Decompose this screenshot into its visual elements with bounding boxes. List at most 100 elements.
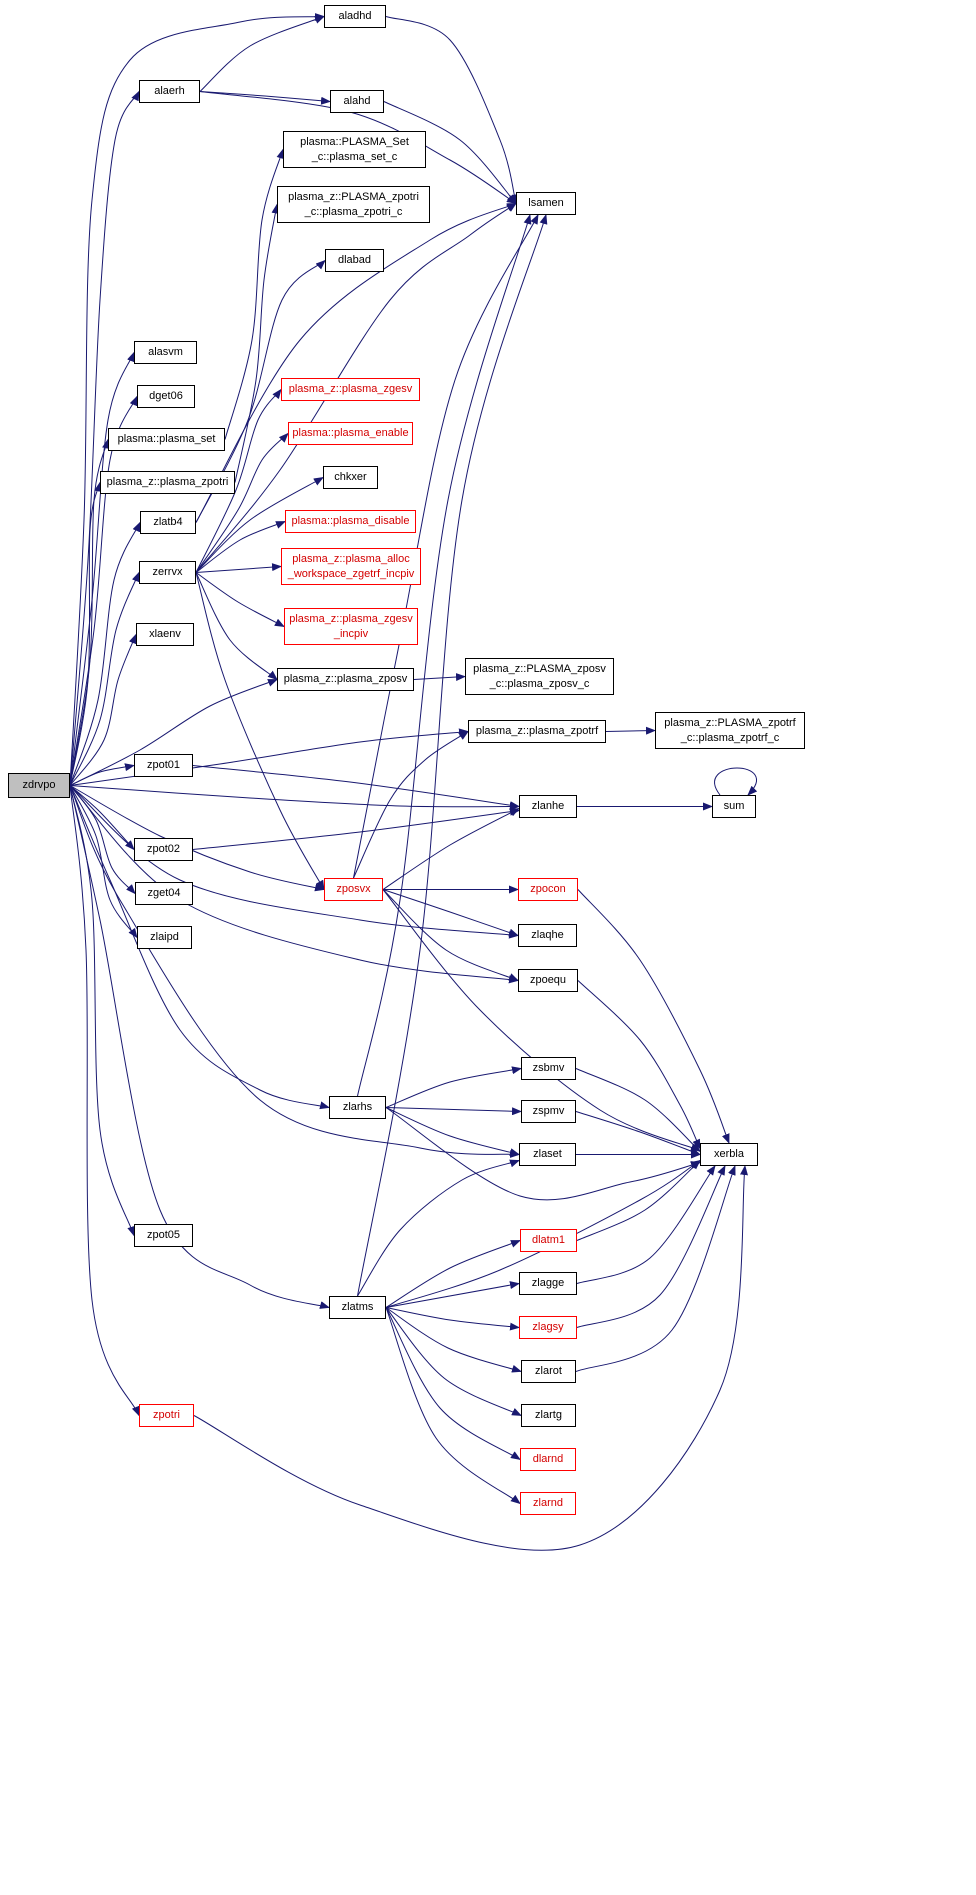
edge-zlatms-lsamen (357, 214, 548, 1297)
node-zpot02[interactable]: zpot02 (134, 838, 193, 861)
node-zpot05[interactable]: zpot05 (134, 1224, 193, 1247)
node-xerbla[interactable]: xerbla (700, 1143, 758, 1166)
node-zlatms[interactable]: zlatms (329, 1296, 386, 1319)
edge-plasma_zpotrf-plasma_zpotrf_c (605, 726, 656, 735)
node-zposvx[interactable]: zposvx (324, 878, 383, 901)
node-zlarhs[interactable]: zlarhs (329, 1096, 386, 1119)
edge-zdrvpo-plasma_zposv (69, 679, 278, 786)
node-zlagge[interactable]: zlagge (519, 1272, 577, 1295)
edge-zposvx-plasma_zpotrf (353, 730, 469, 879)
node-alaerh[interactable]: alaerh (139, 80, 200, 103)
edge-zposvx-lsamen (353, 214, 539, 879)
node-zdrvpo[interactable]: zdrvpo (8, 773, 70, 798)
node-plasma_set[interactable]: plasma::plasma_set (108, 428, 225, 451)
node-xlaenv[interactable]: xlaenv (136, 623, 194, 646)
edge-zdrvpo-zerrvx (69, 571, 140, 786)
node-zsbmv[interactable]: zsbmv (521, 1057, 576, 1080)
node-zget04[interactable]: zget04 (135, 882, 193, 905)
node-zlatb4[interactable]: zlatb4 (140, 511, 196, 534)
edge-zdrvpo-plasma_set (69, 438, 110, 786)
node-plasma_zposv_c[interactable]: plasma_z::PLASMA_zposv_c::plasma_zposv_c (465, 658, 614, 695)
node-zlarot[interactable]: zlarot (521, 1360, 576, 1383)
node-sum[interactable]: sum (712, 795, 756, 818)
node-dlarnd[interactable]: dlarnd (520, 1448, 576, 1471)
edge-zdrvpo-alasvm (69, 351, 135, 786)
node-alasvm[interactable]: alasvm (134, 341, 197, 364)
node-label: plasma_z::plasma_zposv (283, 673, 408, 686)
node-chkxer[interactable]: chkxer (323, 466, 378, 489)
edge-zerrvx-plasma_disable (195, 521, 286, 573)
edge-zdrvpo-zpot01 (69, 763, 135, 786)
node-zlaqhe[interactable]: zlaqhe (518, 924, 577, 947)
node-zerrvx[interactable]: zerrvx (139, 561, 196, 584)
node-label: _c::plasma_zposv_c (489, 677, 590, 690)
node-label: zlatb4 (153, 516, 183, 529)
node-plasma_zpotrf_c[interactable]: plasma_z::PLASMA_zpotrf_c::plasma_zpotrf… (655, 712, 805, 749)
node-label: zpot02 (146, 843, 181, 856)
node-label: zlagsy (532, 1321, 564, 1334)
node-label: zpocon (530, 883, 566, 896)
edge-zdrvpo-zlaipd (69, 785, 138, 939)
edge-zerrvx-plasma_zposv (195, 572, 278, 681)
node-label: plasma::plasma_disable (291, 515, 410, 528)
node-plasma_disable[interactable]: plasma::plasma_disable (285, 510, 416, 533)
node-dlatm1[interactable]: dlatm1 (520, 1229, 577, 1252)
node-zpoequ[interactable]: zpoequ (518, 969, 578, 992)
node-dlabad[interactable]: dlabad (325, 249, 384, 272)
node-plasma_set_c[interactable]: plasma::PLASMA_Set_c::plasma_set_c (283, 131, 426, 168)
node-aladhd[interactable]: aladhd (324, 5, 386, 28)
node-zpotri[interactable]: zpotri (139, 1404, 194, 1427)
node-label: dlarnd (532, 1453, 564, 1466)
node-label: xerbla (714, 1148, 744, 1161)
node-zspmv[interactable]: zspmv (521, 1100, 576, 1123)
edge-plasma_zpotri-plasma_zpotri_c (234, 203, 280, 483)
edge-zerrvx-zposvx (195, 572, 325, 891)
node-zlanhe[interactable]: zlanhe (519, 795, 577, 818)
node-label: lsamen (528, 197, 564, 210)
node-zlagsy[interactable]: zlagsy (519, 1316, 577, 1339)
node-lsamen[interactable]: lsamen (516, 192, 576, 215)
edge-zlatms-dlatm1 (385, 1240, 521, 1308)
edge-zsbmv-xerbla (575, 1068, 701, 1153)
node-label: zlarnd (533, 1497, 563, 1510)
node-label: zpoequ (529, 974, 567, 987)
node-zlarnd[interactable]: zlarnd (520, 1492, 576, 1515)
node-label: _incpiv (333, 627, 369, 640)
edge-zdrvpo-plasma_zpotrf (69, 728, 469, 786)
node-label: chkxer (334, 471, 367, 484)
node-label: _workspace_zgetrf_incpiv (287, 567, 415, 580)
node-zlaipd[interactable]: zlaipd (137, 926, 192, 949)
edge-zdrvpo-zpot05 (69, 785, 136, 1237)
node-label: plasma_z::plasma_alloc (292, 553, 410, 566)
node-label: plasma_z::PLASMA_zpotrf (664, 717, 796, 730)
edge-alaerh-aladhd (199, 16, 325, 92)
node-label: plasma::plasma_set (117, 433, 216, 446)
node-label: xlaenv (149, 628, 181, 641)
node-plasma_zgesv_incpiv[interactable]: plasma_z::plasma_zgesv_incpiv (284, 608, 418, 645)
node-plasma_zpotri_c[interactable]: plasma_z::PLASMA_zpotri_c::plasma_zpotri… (277, 186, 430, 223)
node-zlaset[interactable]: zlaset (519, 1143, 576, 1166)
node-dget06[interactable]: dget06 (137, 385, 195, 408)
node-plasma_zposv[interactable]: plasma_z::plasma_zposv (277, 668, 414, 691)
node-plasma_enable[interactable]: plasma::plasma_enable (288, 422, 413, 445)
node-zpot01[interactable]: zpot01 (134, 754, 193, 777)
node-label: zlaipd (150, 931, 179, 944)
node-label: zerrvx (152, 566, 183, 579)
node-plasma_zpotrf[interactable]: plasma_z::plasma_zpotrf (468, 720, 606, 743)
node-zlartg[interactable]: zlartg (521, 1404, 576, 1427)
edge-zlatms-zlagsy (385, 1307, 520, 1331)
node-label: alasvm (148, 346, 183, 359)
edge-plasma_zposv-plasma_zposv_c (413, 673, 466, 682)
edge-zposvx-zpoequ (382, 889, 519, 981)
node-plasma_zpotri[interactable]: plasma_z::plasma_zpotri (100, 471, 235, 494)
node-label: _c::plasma_zpotri_c (304, 205, 403, 218)
node-zpocon[interactable]: zpocon (518, 878, 578, 901)
node-label: zpotri (153, 1409, 180, 1422)
node-label: zdrvpo (22, 779, 56, 792)
node-alahd[interactable]: alahd (330, 90, 384, 113)
node-plasma_alloc[interactable]: plasma_z::plasma_alloc_workspace_zgetrf_… (281, 548, 421, 585)
edge-zerrvx-plasma_zgesv_incpiv (195, 572, 285, 627)
node-plasma_zgesv[interactable]: plasma_z::plasma_zgesv (281, 378, 420, 401)
edge-zlarhs-xerbla (385, 1107, 701, 1201)
